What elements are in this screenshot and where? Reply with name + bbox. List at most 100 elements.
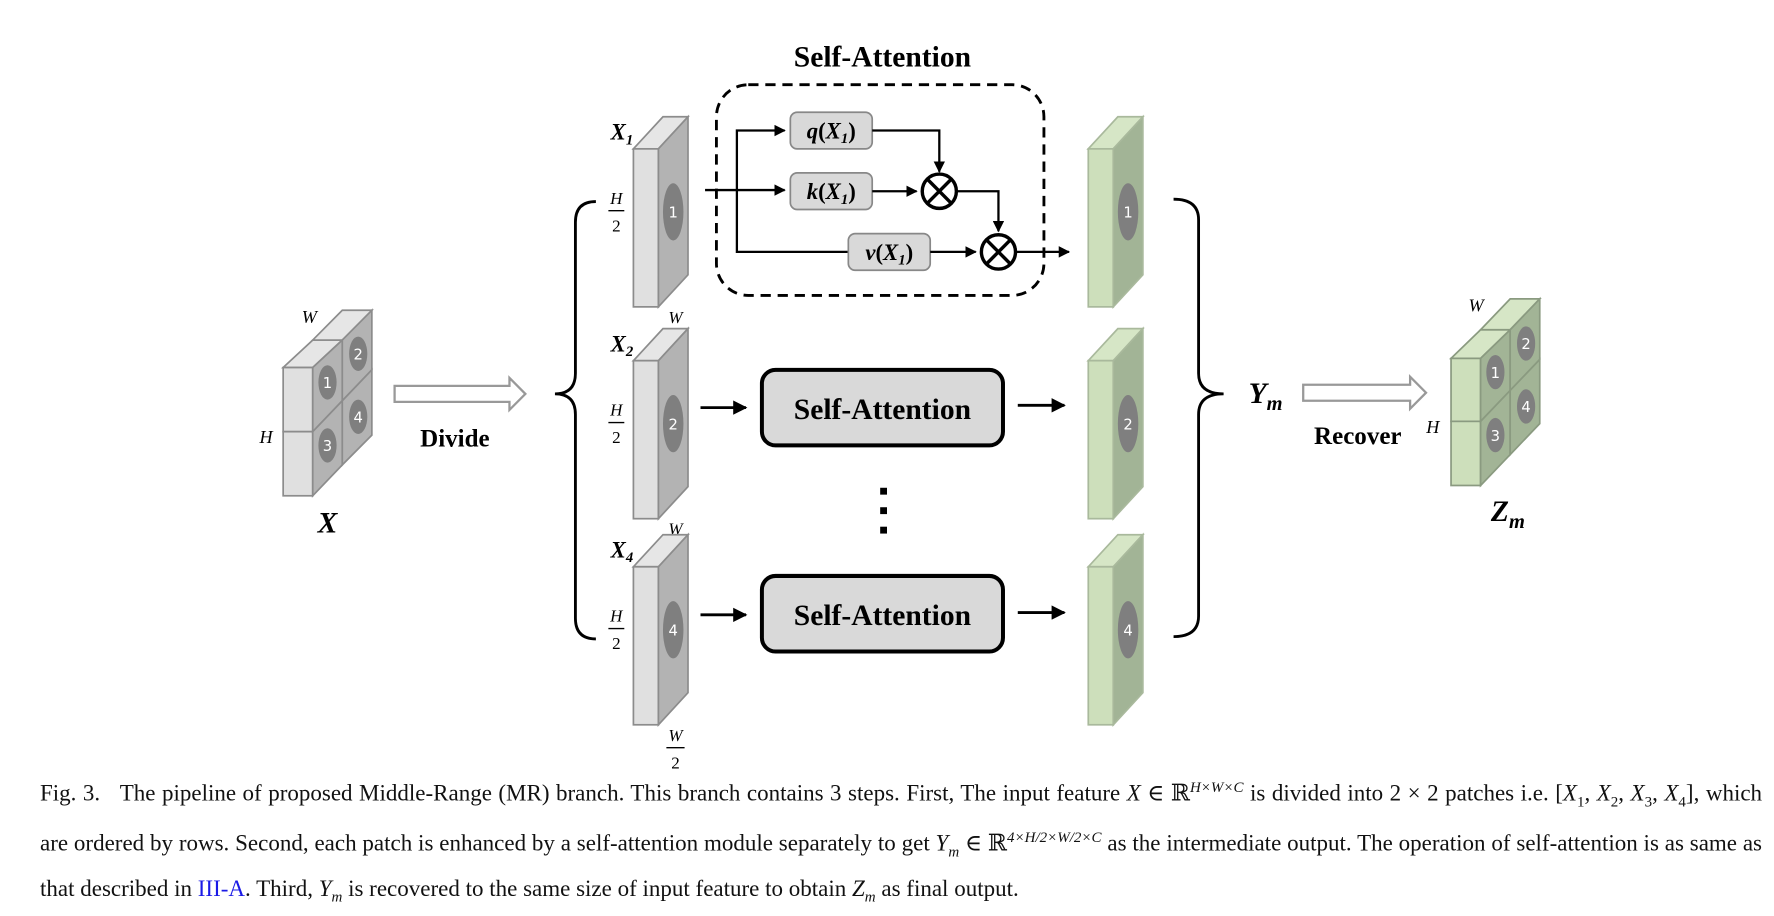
patch-number: 1 bbox=[1123, 205, 1132, 222]
height-fraction-denominator: 2 bbox=[612, 428, 621, 447]
input-height-label: H bbox=[259, 427, 274, 447]
input-feature-label: X bbox=[317, 507, 339, 539]
patch-marker bbox=[662, 601, 684, 659]
self-attention-label-4: Self-Attention bbox=[794, 600, 972, 632]
final-patch-2-label: 2 bbox=[1521, 336, 1530, 353]
query-projection-box: q(X1) bbox=[789, 111, 874, 150]
caption-math: X bbox=[1630, 780, 1645, 806]
figure-caption: Fig. 3. The pipeline of proposed Middle-… bbox=[40, 780, 1763, 906]
height-fraction-numerator: H bbox=[609, 401, 624, 420]
caption-text: is divided into 2 × 2 patches i.e. [ bbox=[1243, 780, 1563, 806]
patch-marker bbox=[1117, 601, 1139, 659]
final-patch-3-label: 3 bbox=[1491, 428, 1500, 445]
caption-math: 3 bbox=[1644, 794, 1653, 811]
patch-3-label: 3 bbox=[323, 438, 332, 455]
patch-1-label: 1 bbox=[323, 375, 332, 392]
caption-math: m bbox=[948, 844, 960, 861]
width-fraction-numerator: W bbox=[668, 726, 684, 745]
patch-3-marker bbox=[318, 428, 337, 463]
patch-number: 4 bbox=[669, 622, 678, 639]
patch-name-x4: X4 bbox=[610, 538, 634, 567]
divide-label: Divide bbox=[420, 425, 489, 452]
final-output-label: Zm bbox=[1490, 496, 1525, 533]
caption-math: ∈ ℝ bbox=[959, 830, 1008, 856]
patch-number: 1 bbox=[669, 205, 678, 222]
self-attention-block-2: Self-Attention bbox=[700, 367, 1066, 448]
caption-math: ∈ ℝ bbox=[1140, 780, 1190, 806]
patch-name-x1: X1 bbox=[610, 120, 634, 149]
input-patch-x2: 2 bbox=[631, 326, 690, 521]
output-patch-4: 4 bbox=[1086, 532, 1145, 727]
recover-arrow-icon bbox=[1302, 373, 1428, 412]
patch-marker bbox=[1117, 395, 1139, 453]
caption-text: ], which are ordered by rows. Second, ea… bbox=[40, 780, 1763, 856]
width-fraction-denominator: 2 bbox=[671, 753, 680, 772]
caption-math: Y bbox=[935, 830, 949, 856]
patch-marker bbox=[662, 183, 684, 241]
patch-number: 2 bbox=[669, 416, 678, 433]
patch-4-label: 4 bbox=[354, 409, 363, 426]
split-brace bbox=[554, 200, 596, 641]
svg-text:q(X1): q(X1) bbox=[807, 118, 856, 147]
caption-text: is recovered to the same size of input f… bbox=[342, 875, 852, 901]
caption-math: X bbox=[1562, 780, 1577, 806]
height-fraction-denominator: 2 bbox=[612, 216, 621, 235]
caption-math: m bbox=[331, 889, 343, 906]
merge-brace bbox=[1173, 197, 1224, 639]
value-projection-box: v(X1) bbox=[847, 232, 932, 272]
caption-text: as final output. bbox=[875, 875, 1019, 901]
patch-number: 4 bbox=[1123, 622, 1132, 639]
input-width-label: W bbox=[302, 307, 319, 327]
ellipsis-dots-icon bbox=[880, 487, 887, 534]
caption-math: Z bbox=[852, 875, 865, 901]
caption-text: as the intermediate output. The operatio… bbox=[40, 830, 1762, 901]
patch-marker bbox=[662, 395, 684, 453]
caption-math: 1 bbox=[1576, 794, 1585, 811]
final-width-label: W bbox=[1468, 295, 1485, 315]
caption-math: X bbox=[1126, 780, 1141, 806]
patch-number: 2 bbox=[1123, 416, 1132, 433]
divide-arrow-icon bbox=[393, 375, 527, 413]
input-patch-x4: 4 bbox=[631, 532, 690, 727]
height-fraction-denominator: 2 bbox=[612, 634, 621, 653]
caption-math: Y bbox=[318, 875, 332, 901]
intermediate-output-label: Ym bbox=[1249, 378, 1283, 415]
self-attention-title: Self-Attention bbox=[794, 41, 972, 73]
multiply-v-icon bbox=[979, 233, 1018, 271]
final-height-label: H bbox=[1425, 417, 1440, 437]
caption-math: 4×H/2×W/2×C bbox=[1007, 830, 1102, 847]
svg-text:k(X1): k(X1) bbox=[807, 179, 856, 208]
height-fraction-numerator: H bbox=[609, 189, 624, 208]
caption-math: 2 bbox=[1610, 794, 1619, 811]
final-patch-1-label: 1 bbox=[1491, 365, 1500, 382]
width-fraction-numerator: W bbox=[668, 308, 684, 327]
caption-math: X bbox=[1596, 780, 1611, 806]
final-patch-4-label: 4 bbox=[1521, 399, 1530, 416]
section-reference-link[interactable]: III-A bbox=[197, 875, 246, 901]
svg-text:v(X1): v(X1) bbox=[865, 240, 913, 269]
input-feature-block: 1 2 3 4 bbox=[280, 308, 374, 498]
caption-math: H×W×C bbox=[1189, 780, 1244, 796]
key-projection-box: k(X1) bbox=[789, 172, 874, 211]
final-output-block: 1 2 3 4 bbox=[1448, 296, 1542, 488]
patch-2-label: 2 bbox=[354, 346, 363, 363]
patch-2-marker bbox=[349, 336, 368, 371]
caption-math: 4 bbox=[1678, 794, 1686, 811]
patch-name-x2: X2 bbox=[610, 331, 634, 360]
multiply-qk-icon bbox=[920, 172, 959, 211]
output-patch-2: 2 bbox=[1086, 326, 1145, 521]
caption-text: The pipeline of proposed Middle-Range (M… bbox=[119, 780, 1127, 806]
self-attention-block-4: Self-Attention bbox=[700, 573, 1066, 654]
figure-number: Fig. 3. bbox=[40, 780, 101, 806]
output-patch-1: 1 bbox=[1086, 114, 1145, 310]
patch-marker bbox=[1117, 183, 1139, 241]
caption-text: . Third, bbox=[245, 875, 319, 901]
recover-label: Recover bbox=[1314, 423, 1401, 450]
patch-1-marker bbox=[318, 365, 337, 400]
patch-4-marker bbox=[349, 399, 368, 434]
self-attention-label-2: Self-Attention bbox=[794, 394, 972, 426]
caption-math: X bbox=[1664, 780, 1679, 806]
height-fraction-numerator: H bbox=[609, 607, 624, 626]
input-patch-x1: 1 bbox=[631, 114, 690, 310]
